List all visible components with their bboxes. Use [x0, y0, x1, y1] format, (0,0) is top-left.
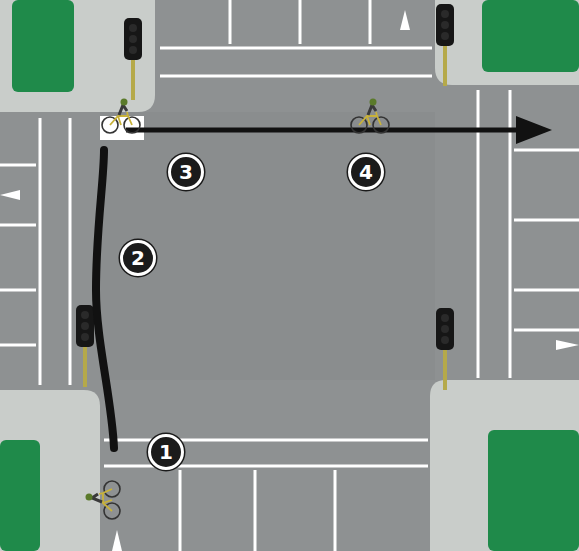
- callout-number: 2: [120, 240, 156, 276]
- lane-arrow: [0, 10, 579, 551]
- traffic-light: [436, 4, 454, 86]
- cyclist: [351, 99, 389, 134]
- cyclist: [102, 99, 140, 134]
- traffic-light: [436, 308, 454, 390]
- hook-turn-arrow: [126, 128, 520, 133]
- callout-number: 1: [148, 434, 184, 470]
- cyclist: [86, 481, 121, 519]
- traffic-light: [124, 18, 142, 100]
- callout-number: 4: [348, 154, 384, 190]
- hook-turn-path: [96, 150, 114, 448]
- traffic-light: [76, 305, 94, 387]
- callout-number: 3: [168, 154, 204, 190]
